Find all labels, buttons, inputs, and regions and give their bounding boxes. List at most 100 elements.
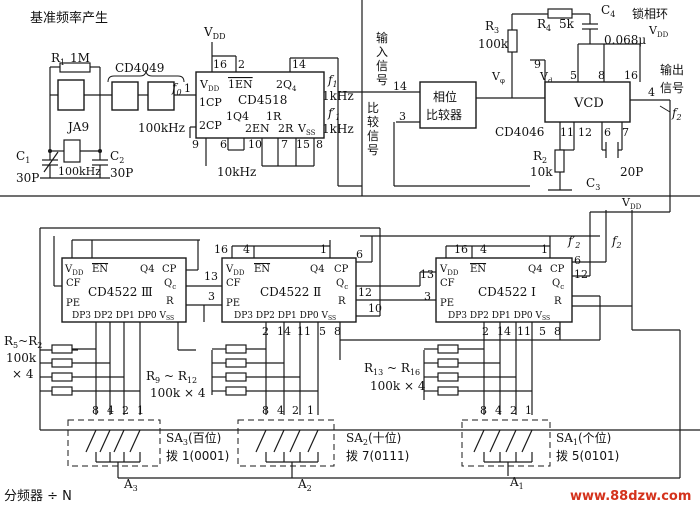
cd4518-pin10: 10 [248, 138, 262, 151]
pll-pin9: 9 [534, 58, 541, 71]
resistor-r2 [554, 149, 565, 173]
pll-pin7: 7 [622, 126, 629, 139]
crystal-label: JA9 [66, 120, 89, 134]
cd4518-chip [195, 71, 325, 139]
sa1-setting: 拨 5(0101) [556, 449, 619, 463]
sa3-setting: 拨 1(0001) [166, 449, 229, 463]
resistor-r15 [437, 372, 459, 382]
cii-pin13: 13 [204, 270, 218, 283]
counter-i-dp: DP3 DP2 DP1 DP0 VSS [448, 311, 550, 322]
r5-r2-mult: × 4 [12, 367, 34, 381]
resistor-r12 [225, 386, 247, 396]
c2-label: C2 [110, 149, 124, 165]
cd4518-q4: 2Q4 [276, 78, 297, 93]
counter-i-qc: Qc [552, 278, 564, 291]
switch-sa1-contacts [473, 429, 533, 476]
cd4518-pin16: 16 [213, 58, 227, 71]
resistor-r13 [437, 344, 459, 354]
f2-out-label: f2 [671, 106, 682, 122]
input-signal-label: 输入信号 [376, 30, 388, 87]
counter-i-en: EN [470, 264, 486, 275]
switch-sa1-box [461, 419, 551, 467]
r2-label: R2 [533, 149, 547, 165]
pll-pin16: 16 [624, 69, 638, 82]
counter-i-cp: CP [550, 264, 565, 275]
ci-pin16: 16 [454, 243, 468, 256]
pll-pin11: 11 [560, 126, 574, 139]
cd4518-2en: 2EN [245, 122, 270, 135]
vcd-label: VCD [573, 96, 604, 111]
counter-i-q4: Q4 [528, 264, 543, 275]
inverter-3 [147, 81, 175, 111]
sa3-label: SA3(百位) [166, 430, 221, 447]
counter-iii-name: CD4522 Ⅲ [88, 285, 153, 299]
c1-label: C1 [16, 149, 30, 165]
r13-r16-value: 100k × 4 [370, 379, 426, 393]
resistor-r3 [507, 29, 518, 53]
cii-pin16: 16 [214, 243, 228, 256]
counter-ii-dp: DP3 DP2 DP1 DP0 VSS [234, 311, 336, 322]
c3-label: C3 [586, 176, 600, 192]
pll-pin6: 6 [604, 126, 611, 139]
vphi-label: Vφ [491, 70, 505, 85]
c3-value: 20P [620, 165, 643, 179]
r1-value: 1M [70, 51, 90, 65]
c1-value: 30P [16, 171, 39, 185]
counter-i-chip [435, 257, 573, 323]
cd4518-pin8: 8 [316, 138, 323, 151]
frame [0, 0, 700, 197]
f1-prime-value: 1kHz [322, 122, 354, 136]
r4-value: 5k [559, 17, 575, 31]
counter-ii-vdd: VDD [225, 264, 245, 277]
resistor-r11 [225, 372, 247, 382]
pll-pin4: 4 [648, 86, 655, 99]
counter-i-name: CD4522 Ⅰ [478, 285, 536, 299]
counter-i-vdd: VDD [439, 264, 459, 277]
r3-label: R3 [485, 19, 499, 35]
inverter-2 [111, 81, 139, 111]
crystal-oscillator: R1 1M CD4049 f0 100kHz JA9 100kHz [16, 51, 196, 185]
ci-pin1: 1 [541, 243, 548, 256]
r13-r16-label: R13 ~ R16 [364, 361, 420, 377]
cd4518-out-10k: 10kHz [217, 165, 256, 179]
sa2-label: SA2(十位) [346, 430, 401, 447]
cd4518-vss: VSS [297, 122, 316, 137]
section-title-reference: 基准频率产生 [30, 10, 108, 26]
osc-out-freq: 100kHz [138, 121, 185, 135]
cii-pin12: 12 [358, 286, 372, 299]
cd4518-pin15: 15 [296, 138, 310, 151]
cd4518-vdd-top: VDD [203, 25, 226, 41]
cii-pin10: 10 [368, 302, 382, 315]
cd4518-pin1: 1 [184, 82, 191, 95]
resistor-r5 [51, 344, 73, 354]
counter-ii-cf: CF [226, 278, 241, 289]
crystal-freq: 100kHz [58, 165, 101, 178]
ci-pin6: 6 [574, 254, 581, 267]
phase-comparator-label: 相位比较器 [426, 89, 462, 122]
counter-iii-vdd: VDD [64, 264, 84, 277]
pll-pin3: 3 [399, 110, 406, 123]
r9-r12-label: R9 ~ R12 [146, 369, 197, 385]
vd-label: Vd [539, 70, 553, 85]
resistor-r7 [51, 372, 73, 382]
r5-r2-label: R5~R2 [4, 334, 42, 350]
counter-ii-en: EN [254, 264, 270, 275]
sa1-label: SA1(个位) [556, 430, 611, 447]
resistor-r16 [437, 386, 459, 396]
r3-value: 100k [478, 37, 509, 51]
counter-i-r: R [554, 296, 562, 307]
counter-ii-cp: CP [334, 264, 349, 275]
counter-iii-pe: PE [66, 298, 80, 309]
resistor-r9 [225, 344, 247, 354]
ci-pin4: 4 [480, 243, 487, 256]
watermark: www.88dzw.com [570, 489, 691, 504]
switch-sa2-box [237, 419, 335, 467]
pll-pin8: 8 [598, 69, 605, 82]
counter-iii-cf: CF [66, 278, 81, 289]
